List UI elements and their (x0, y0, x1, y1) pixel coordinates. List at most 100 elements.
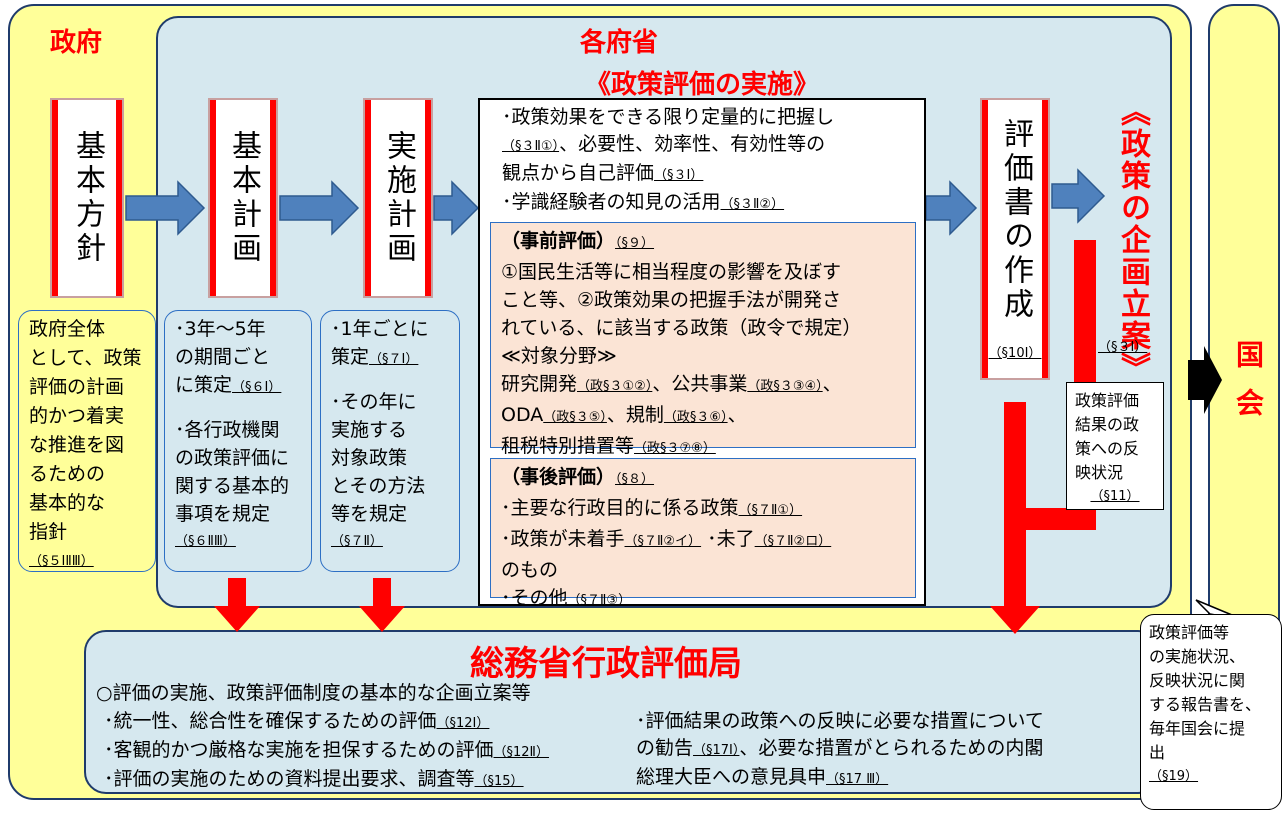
ministries-label: 各府省 (580, 28, 659, 58)
arrow-down-icon (214, 578, 260, 632)
desc-ref: （§７Ⅱ） (331, 534, 383, 549)
mic-ref: （§15） (474, 774, 524, 789)
mic-bureau-head: ○評価の実施、政策評価制度の基本的な企画立案等 (96, 682, 531, 704)
basic-policy-description: 政府全体 として、政策 評価の計画 的かつ着実 な推進を図 るための 基本的な … (18, 310, 156, 572)
desc-line: 指針 (29, 521, 68, 543)
ex-post-line: ･その他 (501, 587, 568, 609)
callout-ref: （§11） (1090, 489, 1140, 504)
ex-post-line: のもの (501, 559, 559, 581)
desc-line: とその方法 (331, 475, 426, 497)
callout-line: 映状況 (1075, 463, 1124, 482)
mic-bureau-title: 総務省行政評価局 (470, 644, 742, 684)
principle-line: 観点から自己評価 (502, 162, 655, 184)
principle-line: ･学識経験者の知見の活用 (502, 191, 721, 213)
implementation-plan-box: 実施計画 (363, 98, 433, 298)
field-item: 、公共事業 (652, 373, 748, 395)
field-ref: （政§３③④） (747, 379, 823, 394)
desc-line: 関する基本的 (175, 475, 290, 497)
ex-ante-line: ≪対象分野≫ (501, 345, 617, 367)
field-ref: （政§３⑦⑧） (634, 441, 716, 456)
mic-line: ･評価の実施のための資料提出要求、調査等 (104, 768, 475, 790)
basic-policy-box: 基本方針 (50, 98, 124, 298)
arrow-right-icon (433, 180, 480, 236)
principle-line: ･政策効果をできる限り定量的に把握し (502, 106, 835, 128)
ex-post-line: ･政策が未着手 (501, 528, 625, 550)
field-item: 、規制 (606, 404, 664, 426)
mic-ref: （§17Ⅰ） (693, 743, 740, 758)
mic-line: ･統一性、総合性を確保するための評価 (104, 710, 437, 732)
ex-post-evaluation-box: （事後評価）（§８） ･主要な行政目的に係る政策（§７Ⅱ①） ･政策が未着手（§… (490, 458, 916, 609)
evaluation-principles: ･政策効果をできる限り定量的に把握し （§３Ⅱ①）、必要性、効率性、有効性等の … (480, 100, 924, 218)
policy-planning-ref: （§３Ⅰ） (1098, 340, 1148, 355)
mic-bureau-panel (84, 630, 1160, 794)
field-item: ODA (501, 404, 544, 426)
ex-post-line: ･未了 (707, 528, 755, 550)
desc-line: 事項を規定 (175, 503, 271, 525)
principle-ref: （§３Ⅰ） (654, 168, 704, 183)
desc-line: ･1年ごとに (331, 318, 429, 340)
desc-line: 実施する (331, 419, 408, 441)
field-ref: （政§３⑤） (543, 410, 607, 425)
desc-line: 評価の計画 (29, 376, 125, 398)
basic-plan-description: ･3年～5年 の期間ごと に策定（§６Ⅰ） ･各行政機関 の政策評価に 関する基… (164, 310, 312, 572)
mic-line: 総理大臣への意見具申 (636, 766, 827, 788)
basic-policy-label: 基本方針 (70, 130, 105, 266)
desc-line: な推進を図 (29, 434, 125, 456)
mic-ref: （§17 Ⅲ） (826, 772, 889, 787)
evaluation-report-box: 評価書の作成 （§10Ⅰ） (980, 98, 1050, 380)
principle-ref: （§３Ⅱ①） (502, 139, 560, 154)
mic-bureau-left-list: ･統一性、総合性を確保するための評価（§12Ⅰ） ･客観的かつ厳格な実施を担保す… (104, 708, 549, 795)
desc-line: 対象政策 (331, 447, 408, 469)
implementation-plan-description: ･1年ごとに 策定（§７Ⅰ） ･その年に 実施する 対象政策 とその方法 等を規… (320, 310, 460, 572)
basic-plan-label: 基本計画 (226, 130, 261, 266)
ex-post-line: ･主要な行政目的に係る政策 (501, 497, 739, 519)
desc-line: ･各行政機関 (175, 419, 280, 441)
feedback-line (1004, 508, 1096, 530)
mic-bureau-right-list: ･評価結果の政策への反映に必要な措置について の勧告（§17Ⅰ）、必要な措置がと… (636, 708, 1044, 793)
ex-ante-line: れている、に該当する政策（政令で規定） (501, 317, 862, 339)
desc-line: の期間ごと (175, 346, 271, 368)
diet-label: 国会 (1232, 340, 1265, 436)
ex-post-title: （事後評価） (501, 466, 616, 488)
policy-planning-label: 《政策の企画立案》 (1115, 96, 1150, 384)
ex-ante-title: （事前評価） (501, 230, 616, 252)
callout-line: する報告書を、 (1149, 695, 1262, 714)
field-item: 租税特別措置等 (501, 435, 635, 457)
evaluation-report-ref: （§10Ⅰ） (988, 345, 1042, 361)
arrow-down-icon (359, 578, 405, 632)
callout-ref: （§19） (1149, 769, 1199, 784)
desc-line: ･3年～5年 (175, 318, 266, 340)
desc-line: 政府全体 (29, 318, 106, 340)
callout-line: 策への反 (1075, 439, 1140, 458)
desc-line: るための (29, 463, 106, 485)
desc-line: として、政策 (29, 347, 142, 369)
desc-line: に策定 (175, 374, 233, 396)
desc-ref: （§７Ⅰ） (369, 352, 419, 367)
callout-line: の実施状況、 (1149, 647, 1246, 666)
callout-line: 政策評価等 (1149, 623, 1230, 642)
government-label: 政府 (50, 28, 103, 58)
desc-line: 等を規定 (331, 503, 408, 525)
desc-line: の政策評価に (175, 447, 290, 469)
desc-line: ･その年に (331, 391, 417, 413)
desc-ref: （§５ⅠⅡⅢ） (29, 554, 94, 569)
callout-line: 政策評価 (1075, 391, 1140, 410)
field-ref: （政§３⑥） (663, 410, 728, 425)
ex-ante-line: こと等、②政策効果の把握手法が開発さ (501, 289, 842, 311)
field-item: 研究開発 (501, 373, 578, 395)
reflection-status-callout: 政策評価 結果の政 策への反 映状況 （§11） (1066, 382, 1164, 510)
basic-plan-box: 基本計画 (208, 98, 278, 298)
ex-post-ref: （§７Ⅱ②ロ） (754, 534, 832, 549)
callout-line: 反映状況に関 (1149, 671, 1246, 690)
implementation-plan-label: 実施計画 (381, 130, 416, 266)
principle-line: 、必要性、効率性、有効性等の (559, 133, 826, 155)
desc-ref: （§６Ⅰ） (232, 380, 282, 395)
ex-ante-ref: （§９） (615, 236, 655, 251)
mic-line: 、必要な措置がとられるための内閣 (739, 737, 1044, 759)
callout-line: 結果の政 (1075, 415, 1140, 434)
desc-line: 基本的な (29, 492, 106, 514)
ex-post-ref: （§７Ⅱ①） (738, 503, 803, 518)
callout-line: 出 (1149, 743, 1166, 762)
callout-line: 毎年国会に提 (1149, 719, 1246, 738)
field-sep: 、 (822, 373, 842, 395)
